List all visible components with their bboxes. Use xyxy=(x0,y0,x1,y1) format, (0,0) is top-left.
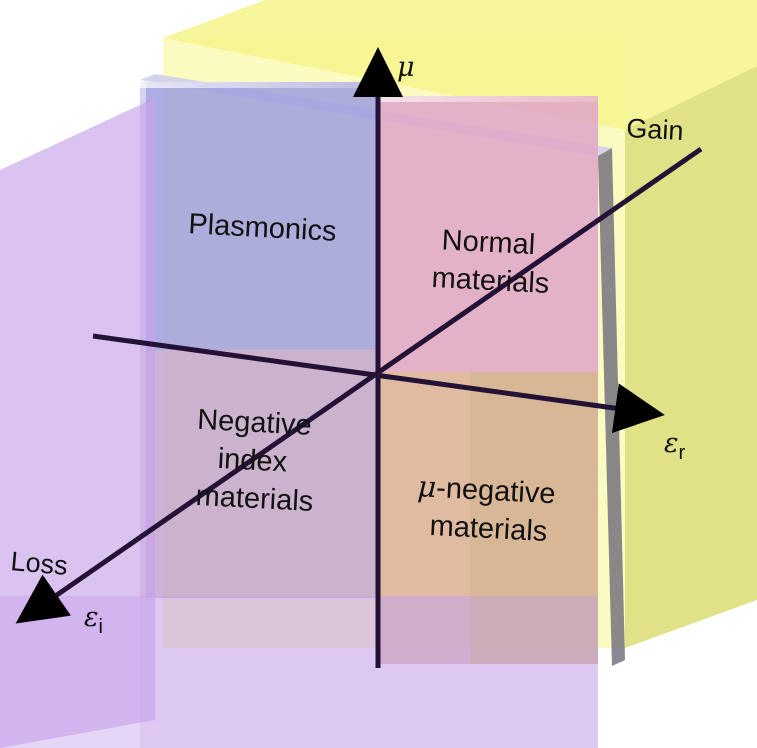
gain-label: Gain xyxy=(626,113,685,146)
mu-axis-label: μ xyxy=(397,52,415,83)
quadrant-labels: Plasmonics Normal materials Negative ind… xyxy=(188,208,565,549)
loss-block xyxy=(0,98,598,748)
loss-label: Loss xyxy=(9,546,68,581)
label-normal-materials: Normal materials xyxy=(431,224,552,300)
axis-labels: μ εr εi Gain Loss xyxy=(9,52,685,638)
tile-plasmonics xyxy=(140,82,378,350)
axes xyxy=(15,47,703,668)
label-plasmonics: Plasmonics xyxy=(188,208,338,248)
label-negative-index-materials: Negative index materials xyxy=(192,404,320,518)
epsilon-r-axis xyxy=(92,333,665,433)
label-mu-negative-materials: μ-negative materials xyxy=(415,469,565,549)
epsilon-r-axis-label: εr xyxy=(664,428,686,464)
tile-negative-index xyxy=(140,350,378,598)
epsilon-i-axis-label: εi xyxy=(84,602,103,638)
gain-loss-axis xyxy=(15,146,703,624)
tile-normal-materials xyxy=(378,96,598,372)
